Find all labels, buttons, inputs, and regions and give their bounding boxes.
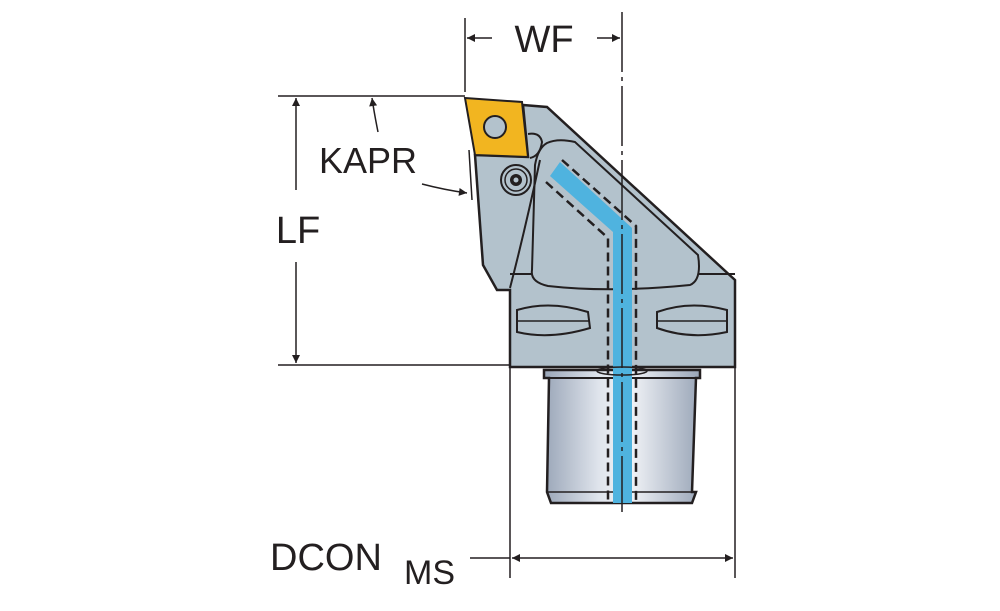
dcon-label: DCON [270,537,382,579]
left-slot [516,304,592,337]
lf-label: LF [276,210,320,252]
clamp-screw-icon [500,164,532,196]
lf-dimension: LF [276,95,510,366]
cutting-insert [463,96,530,159]
dcon-subscript: MS [404,554,455,592]
kapr-dimension: KAPR [319,97,473,201]
right-slot [656,304,728,337]
kapr-label: KAPR [319,140,417,181]
wf-dimension: WF [464,18,620,92]
wf-label: WF [514,19,573,61]
dcon-dimension: DCON MS [270,367,736,592]
